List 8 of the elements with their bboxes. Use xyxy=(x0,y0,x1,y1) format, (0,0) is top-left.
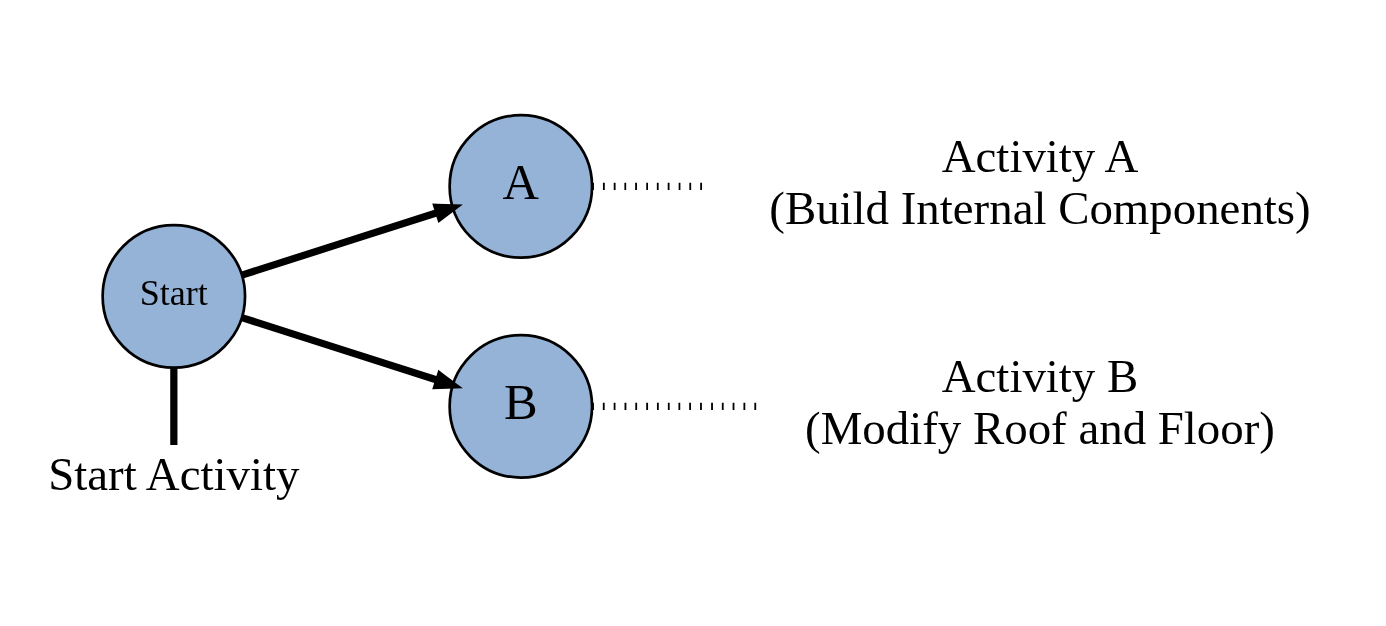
arrow xyxy=(240,203,463,279)
node-text: Start Activity xyxy=(48,447,300,500)
node-text: Activity B (Modify Roof and Floor) xyxy=(805,349,1275,454)
node-circle: Start xyxy=(101,223,247,369)
arrow xyxy=(240,313,463,389)
node-circle: A xyxy=(448,113,594,259)
node-circle: B xyxy=(448,333,594,479)
node-text: Activity A (Build Internal Components) xyxy=(769,129,1311,234)
